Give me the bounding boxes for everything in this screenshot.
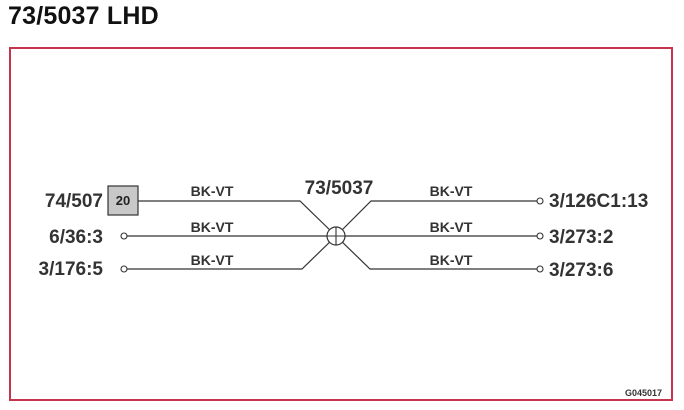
right-wire-label-2: BK-VT xyxy=(430,219,473,235)
connector-pin-label: 20 xyxy=(116,193,130,208)
right-wire-1 xyxy=(335,200,537,237)
connector-label: 74/507 xyxy=(45,191,103,212)
left-terminal-label-2: 3/176:5 xyxy=(39,259,104,280)
diagram-frame xyxy=(9,47,673,401)
figure-code: G045017 xyxy=(625,388,662,398)
left-wire-1 xyxy=(138,200,337,237)
left-wire-label-3: BK-VT xyxy=(191,252,234,268)
left-terminal-circle-2 xyxy=(120,265,128,273)
right-wire-3 xyxy=(335,235,537,270)
right-terminal-circle-3 xyxy=(536,265,544,273)
page-title: 73/5037 LHD xyxy=(8,2,159,30)
right-terminal-label-2: 3/273:2 xyxy=(549,227,613,248)
left-wire-label-1: BK-VT xyxy=(191,183,234,199)
left-wire-3 xyxy=(127,235,337,270)
right-terminal-label-1: 3/126C1:13 xyxy=(549,191,648,212)
connector-pin-box xyxy=(107,185,139,216)
splice-label: 73/5037 xyxy=(305,178,374,199)
right-terminal-circle-1 xyxy=(536,197,544,205)
left-terminal-circle-1 xyxy=(120,232,128,240)
left-terminal-label-1: 6/36:3 xyxy=(49,227,103,248)
right-terminal-circle-2 xyxy=(536,232,544,240)
right-terminal-label-3: 3/273:6 xyxy=(549,260,613,281)
right-wire-label-3: BK-VT xyxy=(430,252,473,268)
left-wire-label-2: BK-VT xyxy=(191,219,234,235)
right-wire-label-1: BK-VT xyxy=(430,183,473,199)
